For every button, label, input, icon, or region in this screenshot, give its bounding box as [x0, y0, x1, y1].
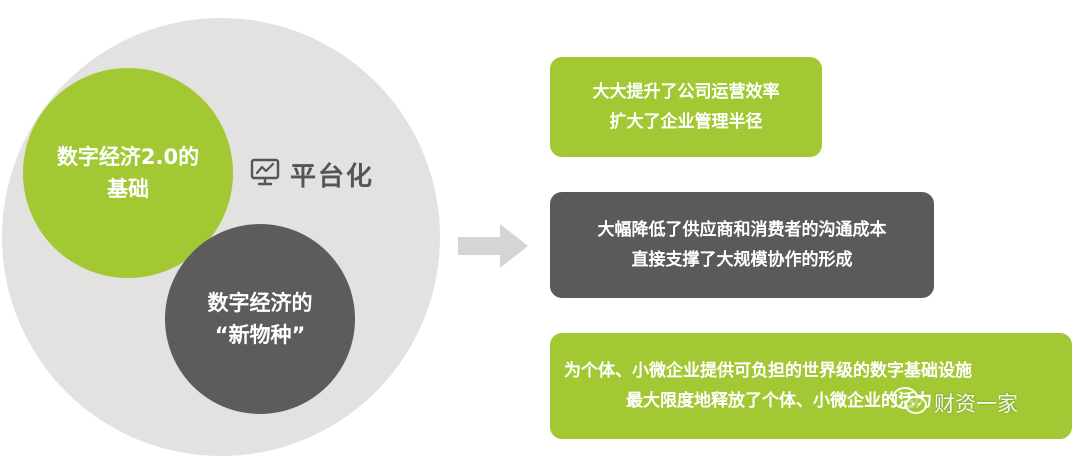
wechat-icon — [892, 386, 928, 420]
green-circle-line2: 基础 — [107, 177, 149, 201]
dark-circle-line1: 数字经济的 — [207, 291, 313, 315]
benefit-box-2-line2: 直接支撑了大规模协作的形成 — [631, 250, 853, 270]
benefit-box-1: 大大提升了公司运营效率 扩大了企业管理半径 — [550, 57, 822, 157]
benefit-box-3-line2: 最大限度地释放了个体、小微企业的活力 — [626, 391, 932, 411]
platform-label: 平台化 — [290, 161, 375, 192]
green-circle-line1: 数字经济2.0的 — [56, 145, 200, 169]
watermark-text: 财资一家 — [934, 392, 1018, 416]
right-arrow-icon — [458, 222, 530, 274]
benefit-box-1-line2: 扩大了企业管理半径 — [609, 112, 763, 132]
platform-label-group: 平台化 — [250, 156, 374, 192]
dark-circle: 数字经济的 “新物种” — [165, 224, 355, 414]
benefit-box-3: 为个体、小微企业提供可负担的世界级的数字基础设施 最大限度地释放了个体、小微企业… — [550, 333, 1072, 439]
dark-circle-line2: “新物种” — [214, 323, 306, 347]
benefit-box-2: 大幅降低了供应商和消费者的沟通成本 直接支撑了大规模协作的形成 — [550, 192, 934, 298]
presentation-chart-icon — [250, 157, 280, 191]
benefit-box-3-line1: 为个体、小微企业提供可负担的世界级的数字基础设施 — [564, 361, 972, 381]
benefit-box-2-line1: 大幅降低了供应商和消费者的沟通成本 — [597, 220, 887, 240]
watermark: 财资一家 — [892, 386, 1018, 420]
benefit-box-1-line1: 大大提升了公司运营效率 — [592, 82, 780, 102]
green-circle: 数字经济2.0的 基础 — [23, 68, 233, 278]
